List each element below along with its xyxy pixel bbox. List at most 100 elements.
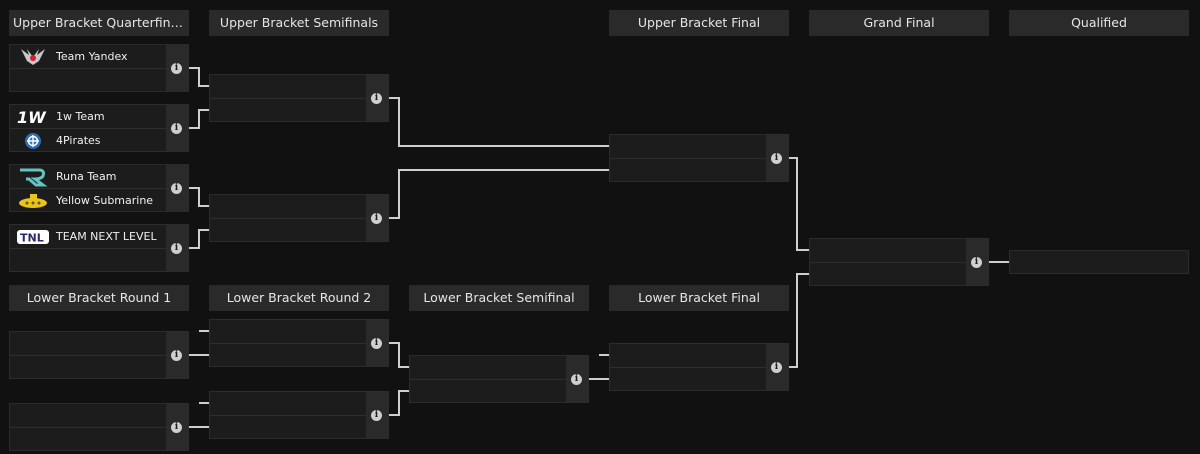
match-slot-team1[interactable]: 1W 1w Team (10, 105, 167, 129)
match-slot-team2[interactable] (210, 344, 367, 367)
match-ub-qf-1[interactable]: Team Yandex i (9, 44, 189, 92)
connector-line (189, 67, 209, 87)
team-name: 1w Team (56, 110, 105, 123)
match-ub-qf-4[interactable]: TNL TEAM NEXT LEVEL i (9, 224, 189, 272)
match-slot-team2[interactable] (210, 416, 367, 439)
info-icon[interactable]: i (171, 183, 182, 194)
match-slot-team2[interactable] (10, 428, 167, 451)
match-slot-team2[interactable] (610, 368, 767, 391)
match-info-column: i (366, 75, 388, 121)
match-slot-team2[interactable] (10, 249, 167, 272)
qualified-slot[interactable] (1009, 250, 1189, 274)
info-icon[interactable]: i (171, 243, 182, 254)
match-ub-qf-3[interactable]: Runa Team Yellow Submarine i (9, 164, 189, 212)
svg-text:1W: 1W (17, 108, 47, 126)
info-icon[interactable]: i (771, 153, 782, 164)
yellow-submarine-logo (16, 191, 50, 211)
info-icon[interactable]: i (771, 362, 782, 373)
match-slot-team1[interactable]: Team Yandex (10, 45, 167, 69)
info-icon[interactable]: i (171, 422, 182, 433)
header-grand-final: Grand Final (809, 10, 989, 36)
match-lb-semifinal[interactable]: i (409, 355, 589, 403)
match-slot-team2[interactable] (210, 219, 367, 242)
match-slot-team2[interactable]: 4Pirates (10, 129, 167, 152)
team-next-level-logo: TNL (16, 227, 50, 247)
match-slot-team1[interactable]: TNL TEAM NEXT LEVEL (10, 225, 167, 249)
match-slot-team2[interactable]: Yellow Submarine (10, 189, 167, 212)
match-info-column: i (166, 105, 188, 151)
match-slot-team1[interactable] (610, 344, 767, 368)
connector-line (789, 157, 809, 251)
team-name: Yellow Submarine (56, 194, 154, 207)
connector-line (189, 109, 209, 129)
match-slot-team2[interactable] (610, 159, 767, 182)
team-name: TEAM NEXT LEVEL (56, 230, 157, 243)
svg-text:TNL: TNL (20, 231, 44, 244)
connector-line (389, 97, 609, 147)
header-lb-final: Lower Bracket Final (609, 285, 789, 311)
info-icon[interactable]: i (371, 410, 382, 421)
match-slot-team1[interactable]: Runa Team (10, 165, 167, 189)
connector-line (789, 273, 809, 368)
team-yandex-logo (16, 47, 50, 67)
match-slot-team2[interactable] (410, 380, 567, 403)
connector-line (389, 390, 409, 416)
match-info-column: i (166, 332, 188, 378)
info-icon[interactable]: i (371, 338, 382, 349)
match-lb-r1-2[interactable]: i (9, 403, 189, 451)
match-info-column: i (366, 392, 388, 438)
info-icon[interactable]: i (171, 123, 182, 134)
header-ub-quarterfinals: Upper Bracket Quarterfinals (9, 10, 189, 36)
match-slot-team2[interactable] (10, 356, 167, 379)
match-slot-team1[interactable] (10, 332, 167, 356)
match-slot-team1[interactable] (610, 135, 767, 159)
match-ub-sf-2[interactable]: i (209, 194, 389, 242)
connector-line (389, 169, 609, 219)
match-info-column: i (166, 225, 188, 271)
info-icon[interactable]: i (371, 213, 382, 224)
match-slot-team1[interactable] (210, 320, 367, 344)
match-slot-team1[interactable] (810, 239, 967, 263)
1w-team-logo: 1W (16, 107, 50, 127)
team-name: Team Yandex (56, 50, 128, 63)
match-slot-team1[interactable] (210, 75, 367, 99)
match-slot-team1[interactable] (410, 356, 567, 380)
header-lb-round2: Lower Bracket Round 2 (209, 285, 389, 311)
info-icon[interactable]: i (971, 257, 982, 268)
info-icon[interactable]: i (371, 93, 382, 104)
match-lb-r1-1[interactable]: i (9, 331, 189, 379)
match-ub-sf-1[interactable]: i (209, 74, 389, 122)
match-grand-final[interactable]: i (809, 238, 989, 286)
header-lb-round1: Lower Bracket Round 1 (9, 285, 189, 311)
match-lb-r2-1[interactable]: i (209, 319, 389, 367)
match-info-column: i (766, 135, 788, 181)
match-slot-team1[interactable] (210, 392, 367, 416)
connector-line (389, 342, 409, 368)
info-icon[interactable]: i (171, 350, 182, 361)
info-icon[interactable]: i (571, 374, 582, 385)
match-info-column: i (166, 165, 188, 211)
connector-line (189, 229, 209, 249)
header-qualified: Qualified (1009, 10, 1189, 36)
match-info-column: i (166, 45, 188, 91)
header-ub-final: Upper Bracket Final (609, 10, 789, 36)
match-lb-r2-2[interactable]: i (209, 391, 389, 439)
match-lb-final[interactable]: i (609, 343, 789, 391)
runa-team-logo (16, 167, 50, 187)
info-icon[interactable]: i (171, 63, 182, 74)
team-name: Runa Team (56, 170, 117, 183)
match-slot-team1[interactable] (210, 195, 367, 219)
match-ub-qf-2[interactable]: 1W 1w Team 4Pirates i (9, 104, 189, 152)
match-info-column: i (166, 404, 188, 450)
match-slot-team2[interactable] (810, 263, 967, 286)
match-info-column: i (766, 344, 788, 390)
match-slot-team1[interactable] (10, 404, 167, 428)
header-ub-semifinals: Upper Bracket Semifinals (209, 10, 389, 36)
match-slot-team2[interactable] (10, 69, 167, 92)
match-info-column: i (366, 320, 388, 366)
connector-line (189, 187, 209, 207)
match-slot-team2[interactable] (210, 99, 367, 122)
match-ub-final[interactable]: i (609, 134, 789, 182)
